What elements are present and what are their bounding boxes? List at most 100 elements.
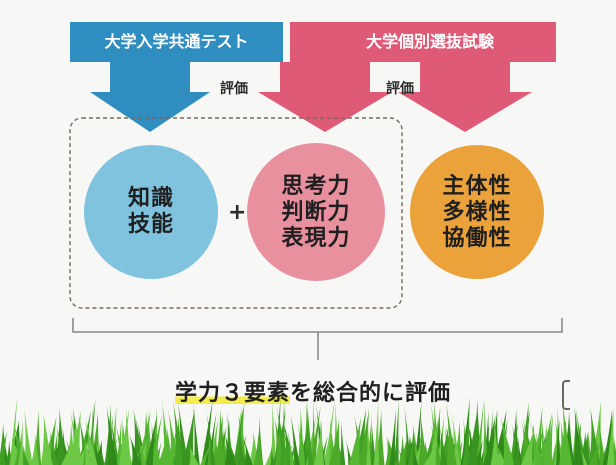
thinking-line-2: 判断力: [281, 200, 351, 225]
grass-blade: [529, 418, 543, 465]
grass-blade: [150, 440, 162, 465]
common-test-header: 大学入学共通テスト: [104, 32, 249, 51]
knowledge-circle: [84, 145, 218, 279]
grass-blade: [444, 426, 451, 465]
summary-rest: を総合的に評価: [290, 381, 452, 406]
grass-blade: [329, 419, 341, 465]
grass-blade: [541, 410, 546, 465]
common-test-arrow: [70, 22, 283, 132]
individual-exam-arrow: [258, 22, 556, 132]
grass-blade: [47, 424, 59, 465]
grass-blade: [243, 438, 253, 465]
grass-blade: [482, 397, 488, 465]
grass-blade: [520, 429, 534, 465]
grass-blade: [128, 433, 142, 465]
grass-blade: [306, 399, 313, 465]
grass-blade: [253, 431, 263, 465]
thinking-line-3: 表現力: [281, 226, 351, 251]
summary-bracket: [72, 318, 563, 360]
grass-blade: [233, 407, 244, 465]
grass-blade: [476, 401, 484, 465]
grass-blade: [40, 413, 53, 465]
grass-blade: [82, 436, 93, 465]
grass-blade: [23, 408, 33, 465]
grass-decoration: [0, 397, 616, 465]
grass-blade: [315, 398, 326, 465]
grass-blade: [313, 420, 325, 465]
grass-blade: [521, 420, 532, 465]
thinking-line-1: 思考力: [281, 174, 351, 199]
thinking-circle: [247, 143, 385, 281]
knowledge-line-2: 技能: [127, 212, 174, 237]
grass-blade: [429, 407, 441, 465]
grass-blade: [289, 406, 300, 465]
grass-blade: [165, 424, 174, 465]
grass-blade: [200, 444, 211, 465]
grass-blade: [373, 400, 380, 465]
grass-blade: [430, 425, 443, 465]
grass-blade: [274, 417, 287, 465]
attitude-label: 主体性 多様性 協働性: [427, 174, 527, 252]
grass-blade: [492, 410, 507, 465]
grass-blade: [467, 406, 478, 465]
grass-blade: [412, 419, 420, 465]
grass-blade: [150, 414, 163, 465]
grass-blade: [561, 399, 573, 465]
plus-sign: +: [228, 200, 247, 225]
grass-blade: [158, 433, 169, 465]
grass-blade: [407, 434, 415, 465]
grass-blade: [188, 444, 199, 465]
summary-text: 学力３要素を総合的に評価: [175, 375, 451, 407]
grass-blade: [589, 407, 601, 465]
grass-blade: [598, 415, 606, 465]
grass-blade: [495, 441, 507, 465]
grass-blade: [607, 405, 615, 465]
grass-blade: [394, 400, 399, 465]
grass-blade: [215, 408, 226, 465]
grass-blade: [147, 406, 153, 465]
grass-blade: [237, 429, 245, 465]
grass-blade: [358, 408, 370, 465]
grass-blade: [300, 445, 310, 465]
grass-blade: [61, 440, 73, 465]
grass-blade: [573, 406, 584, 465]
evaluation-label-right: 評価: [386, 81, 414, 97]
knowledge-label: 知識 技能: [101, 186, 201, 238]
grass-blade: [55, 408, 67, 465]
grass-blade: [174, 416, 183, 465]
grass-blade: [168, 429, 177, 465]
individual-exam-header: 大学個別選抜試験: [365, 32, 494, 51]
grass-blade: [462, 410, 470, 465]
grass-blade: [556, 406, 561, 465]
grass-blade: [445, 425, 457, 465]
grass-blade: [84, 416, 98, 465]
evaluation-label-left: 評価: [220, 81, 248, 97]
grass-blade: [512, 442, 518, 465]
grass-blade: [370, 413, 376, 465]
grass-blade: [483, 415, 496, 465]
grass-blade: [109, 414, 120, 465]
grass-blade: [204, 400, 216, 465]
grass-blade: [280, 400, 285, 465]
grass-blade: [286, 424, 295, 465]
grass-blade: [18, 419, 24, 465]
attitude-circle: [410, 145, 544, 279]
grass-blade: [135, 431, 147, 465]
knowledge-line-1: 知識: [127, 186, 174, 211]
grass-blade: [366, 422, 372, 465]
grass-blade: [9, 397, 18, 465]
summary-highlight: 学力３要素: [175, 381, 291, 406]
grass-blade: [475, 439, 483, 465]
attitude-line-1: 主体性: [442, 174, 512, 199]
grass-blade: [439, 426, 448, 465]
grass-blade: [340, 418, 346, 465]
thinking-label: 思考力 判断力 表現力: [266, 174, 366, 252]
grass-blade: [310, 405, 321, 465]
edge-bracket-mark: [562, 380, 570, 410]
grass-blade: [119, 407, 130, 465]
attitude-line-3: 協働性: [442, 226, 512, 251]
grass-blade: [398, 434, 407, 465]
dashed-grouping-box: [69, 117, 403, 309]
grass-blade: [0, 423, 6, 465]
grass-blade: [545, 413, 553, 465]
